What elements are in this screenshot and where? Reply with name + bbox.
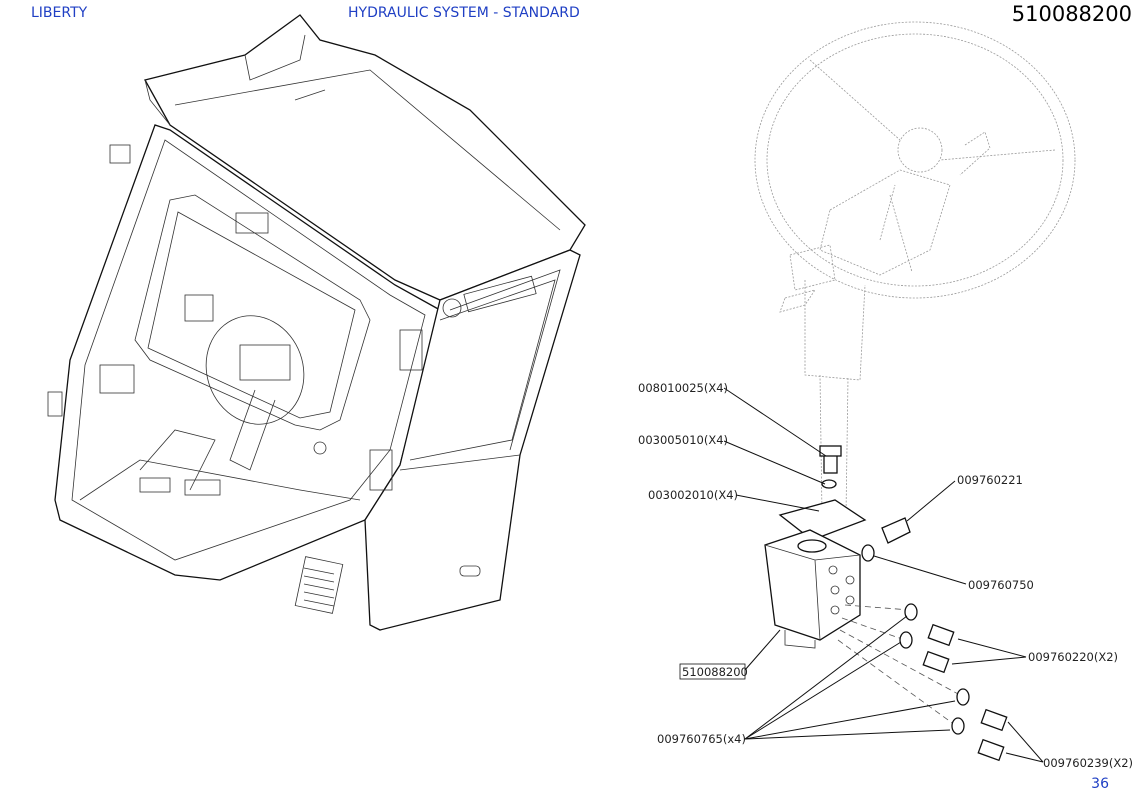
callout-steering-unit-box bbox=[679, 663, 746, 680]
part-number: 510088200 bbox=[1011, 2, 1132, 26]
callout-fitting-top: 009760221 bbox=[957, 473, 1023, 487]
callout-washer-2: 003002010(X4) bbox=[648, 488, 738, 502]
callout-washer-1: 003005010(X4) bbox=[638, 433, 728, 447]
callout-labels: 008010025(X4) 003005010(X4) 003002010(X4… bbox=[638, 381, 1133, 770]
steering-column-ghost bbox=[754, 21, 1076, 516]
page-number: 36 bbox=[1091, 776, 1109, 792]
callout-bolt: 008010025(X4) bbox=[638, 381, 728, 395]
brand-label: LIBERTY bbox=[31, 5, 88, 21]
cab-illustration bbox=[47, 14, 586, 631]
callout-fitting-pair-2: 009760239(X2) bbox=[1043, 756, 1133, 770]
callout-steering-unit: 510088200 bbox=[682, 665, 748, 679]
callout-fitting-pair-1: 009760220(X2) bbox=[1028, 650, 1118, 664]
callout-oring-top: 009760750 bbox=[968, 578, 1034, 592]
system-title: HYDRAULIC SYSTEM - STANDARD bbox=[348, 5, 580, 21]
callout-seals: 009760765(x4) bbox=[657, 732, 746, 746]
steering-unit-parts bbox=[723, 387, 1044, 763]
